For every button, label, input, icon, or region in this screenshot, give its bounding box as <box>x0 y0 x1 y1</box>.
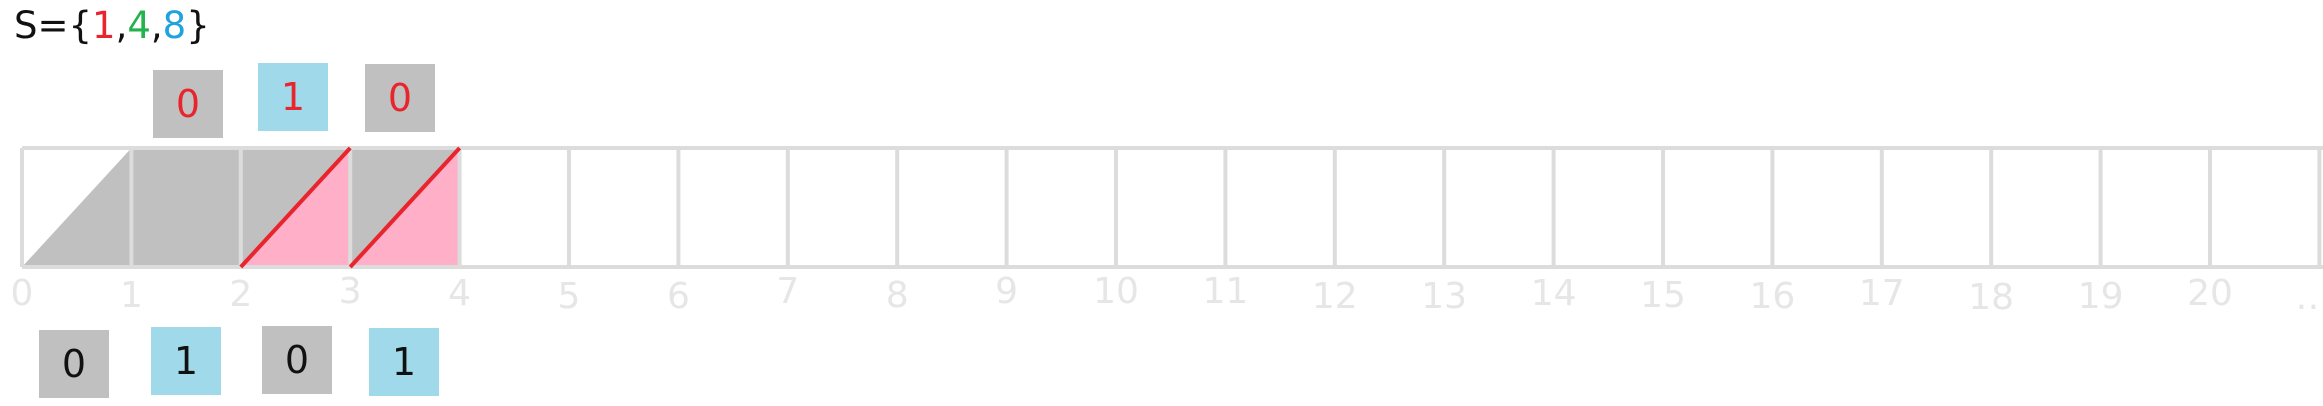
top-box-2-value: 0 <box>388 76 412 120</box>
tick-label-19: 19 <box>2078 276 2124 317</box>
top-box-1-value: 1 <box>281 75 305 119</box>
bottom-box-2: 0 <box>262 326 332 394</box>
bottom-box-2-bg <box>262 326 332 394</box>
set-suffix: } <box>186 4 210 47</box>
top-box-2: 0 <box>365 64 435 132</box>
tick-label-9: 9 <box>995 271 1018 312</box>
set-element-4: 4 <box>127 4 151 47</box>
set-element-8: 8 <box>162 4 187 47</box>
tick-label-20: 20 <box>2187 273 2233 314</box>
tick-label-8: 8 <box>886 275 909 316</box>
tick-label-0: 0 <box>11 273 34 314</box>
cell-1-fill <box>131 148 241 267</box>
bottom-box-0-value: 0 <box>62 342 86 386</box>
tick-label-21: … <box>2295 277 2323 318</box>
set-label: S={1,4,8} <box>14 2 210 50</box>
tick-label-17: 17 <box>1859 273 1905 314</box>
tick-label-13: 13 <box>1421 276 1467 317</box>
tick-label-5: 5 <box>558 276 581 317</box>
top-box-1: 1 <box>258 63 328 131</box>
bottom-box-row: 0 1 0 1 <box>39 326 439 398</box>
top-box-0-value: 0 <box>176 82 200 126</box>
tick-label-4: 4 <box>448 273 471 314</box>
tick-label-18: 18 <box>1968 277 2014 318</box>
tick-label-16: 16 <box>1749 276 1795 317</box>
set-separator-2: , <box>150 4 163 47</box>
cell-2-lower-fill <box>240 148 351 267</box>
cell-0-fill <box>22 148 132 267</box>
set-prefix: S={ <box>14 4 93 47</box>
tick-label-11: 11 <box>1202 271 1248 312</box>
bottom-box-3-value: 1 <box>392 340 416 384</box>
tick-label-3: 3 <box>339 271 362 312</box>
tick-label-6: 6 <box>667 276 690 317</box>
bottom-box-1: 1 <box>151 327 221 395</box>
diagonal-2 <box>348 146 462 269</box>
bottom-box-2-value: 0 <box>285 338 309 382</box>
bottom-box-3: 1 <box>369 328 439 396</box>
tick-label-2: 2 <box>229 274 252 315</box>
bottom-box-0-bg <box>39 330 109 398</box>
diagonal-1 <box>239 146 352 269</box>
tape-grid <box>20 146 2323 269</box>
tick-label-12: 12 <box>1312 276 1358 317</box>
tick-label-10: 10 <box>1093 271 1139 312</box>
tick-label-14: 14 <box>1531 273 1577 314</box>
bottom-box-0: 0 <box>39 330 109 398</box>
bottom-box-3-bg <box>369 328 439 396</box>
top-box-2-bg <box>365 64 435 132</box>
set-separator-1: , <box>115 4 128 47</box>
top-box-1-bg <box>258 63 328 131</box>
set-element-1: 1 <box>92 4 116 47</box>
bottom-box-1-bg <box>151 327 221 395</box>
tick-label-1: 1 <box>120 275 143 316</box>
tick-label-15: 15 <box>1640 275 1686 316</box>
bottom-box-1-value: 1 <box>174 339 198 383</box>
top-box-row: 0 1 0 <box>153 63 435 138</box>
top-box-0-bg <box>153 70 223 138</box>
top-box-0: 0 <box>153 70 223 138</box>
tick-label-7: 7 <box>776 271 799 312</box>
